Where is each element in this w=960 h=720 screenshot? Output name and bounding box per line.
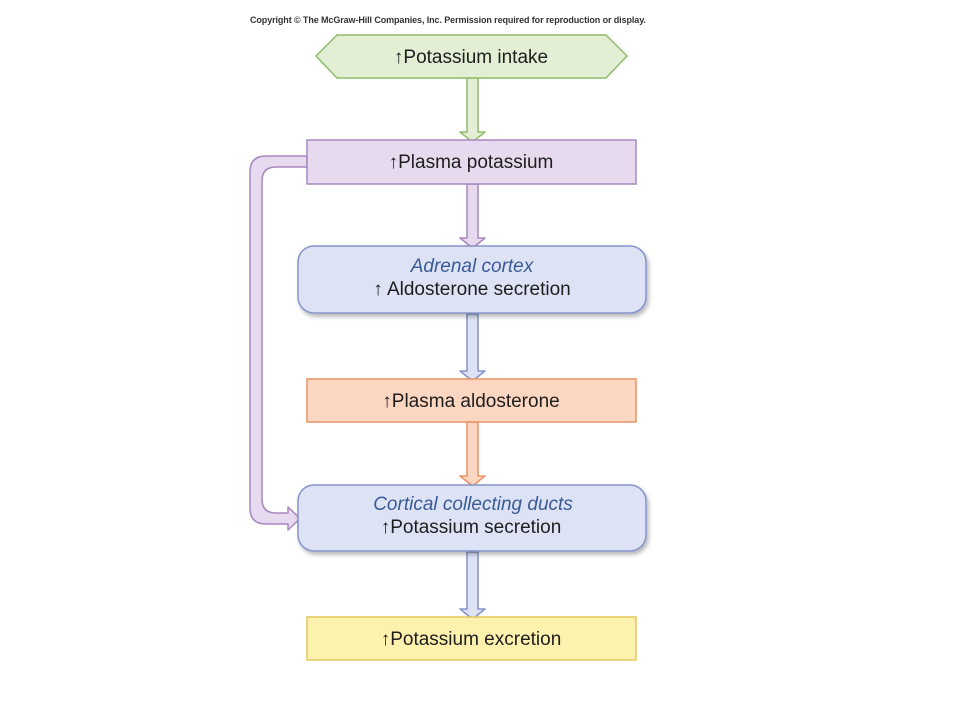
node-plasma-aldosterone: ↑Plasma aldosterone xyxy=(306,378,637,423)
node-potassium-excretion-label: ↑Potassium excretion xyxy=(381,629,562,650)
node-potassium-intake-shape xyxy=(314,34,629,79)
node-cortical-collecting-ducts-shape xyxy=(297,484,647,552)
node-potassium-excretion: ↑Potassium excretion xyxy=(306,616,637,661)
arrow-adrenal-cortex-to-plasma-aldosterone xyxy=(459,313,486,382)
node-adrenal-cortex-shape xyxy=(297,245,647,314)
node-plasma-aldosterone-label: ↑Plasma aldosterone xyxy=(382,391,559,412)
node-plasma-aldosterone-shape xyxy=(306,378,637,423)
node-adrenal-cortex-text: ↑ Aldosterone secretion xyxy=(373,279,571,300)
node-potassium-intake-label: ↑Potassium intake xyxy=(394,47,548,68)
node-potassium-intake: ↑Potassium intake xyxy=(314,34,629,79)
node-cortical-collecting-ducts: Cortical collecting ducts ↑Potassium sec… xyxy=(297,484,647,552)
node-adrenal-cortex-title: Adrenal cortex xyxy=(410,256,535,277)
arrow-collecting-ducts-to-potassium-excretion xyxy=(459,551,486,620)
node-cortical-collecting-ducts-title: Cortical collecting ducts xyxy=(373,494,573,515)
copyright-notice: Copyright © The McGraw-Hill Companies, I… xyxy=(250,15,646,25)
node-plasma-potassium-label: ↑Plasma potassium xyxy=(389,152,554,173)
node-cortical-collecting-ducts-text: ↑Potassium secretion xyxy=(381,517,562,538)
arrow-plasma-potassium-to-collecting-ducts xyxy=(249,155,308,531)
node-plasma-potassium-shape xyxy=(306,139,637,185)
arrow-plasma-aldosterone-to-collecting-ducts xyxy=(459,421,486,487)
node-adrenal-cortex: Adrenal cortex ↑ Aldosterone secretion xyxy=(297,245,647,314)
arrow-plasma-potassium-to-adrenal-cortex xyxy=(459,183,486,249)
node-potassium-excretion-shape xyxy=(306,616,637,661)
arrow-intake-to-plasma-potassium xyxy=(459,77,486,143)
node-plasma-potassium: ↑Plasma potassium xyxy=(306,139,637,185)
